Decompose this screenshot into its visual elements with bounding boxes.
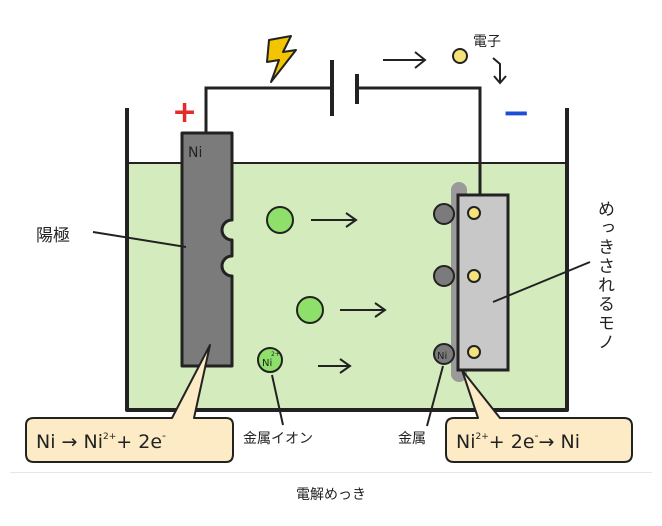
- deposited-metal-2: [433, 265, 455, 287]
- cathode-reaction-a-sup: 2+: [476, 432, 489, 442]
- ion-arrow-2: [340, 302, 387, 318]
- cathode-reaction-c: → Ni: [539, 431, 580, 453]
- cathode-object: [456, 193, 510, 372]
- cathode-electron-1: [467, 206, 481, 220]
- metal-ion-caption: 金属イオン: [243, 431, 313, 447]
- anode-plate: [180, 131, 234, 368]
- electron-icon: [452, 48, 468, 64]
- cathode-reaction: Ni2++ 2e-→ Ni: [456, 429, 580, 453]
- metal-ion-2: [296, 296, 324, 324]
- metal-ion-3: [257, 347, 283, 373]
- electron-flow-arrow: [383, 51, 427, 69]
- wire-right: [357, 86, 482, 195]
- cathode-reaction-b: + 2e: [489, 431, 535, 453]
- metal-ion-1: [266, 206, 294, 234]
- cathode-reaction-a: Ni: [456, 431, 476, 453]
- lightning-icon: [266, 35, 297, 83]
- caption-divider: [10, 472, 652, 473]
- ion-label: Ni: [262, 358, 272, 369]
- anode-reaction-b-sup: -: [162, 429, 166, 442]
- electron-down-arrow: [492, 57, 507, 85]
- ion-arrow-3: [318, 358, 352, 374]
- deposited-metal-3: [433, 343, 455, 365]
- cathode-electron-3: [467, 345, 481, 359]
- anode-reaction-b: + 2e: [116, 431, 162, 453]
- cathode-electron-2: [467, 269, 481, 283]
- electron-label: 電子: [473, 34, 501, 50]
- object-label: めっきされるモノ: [594, 200, 614, 352]
- anode-electrode-label: Ni: [188, 145, 202, 161]
- beaker: [125, 108, 569, 412]
- deposited-metal-1: [433, 203, 455, 225]
- metal-caption: 金属: [398, 431, 426, 447]
- anode-pointer: [92, 231, 187, 248]
- figure-caption: 電解めっき: [296, 487, 366, 503]
- metal-ion-pointer: [271, 374, 284, 426]
- wire-left: [204, 86, 332, 133]
- ion-arrow-1: [311, 212, 358, 228]
- anode-reaction: Ni → Ni2++ 2e-: [36, 429, 166, 453]
- anode-reaction-a-sup: 2+: [103, 432, 116, 442]
- ion-charge: 2+: [271, 351, 280, 358]
- cathode-reaction-b-sup: -: [535, 429, 539, 442]
- minus-sign: −: [502, 93, 531, 133]
- metal-pointer: [426, 365, 444, 427]
- anode-reaction-box: [25, 344, 234, 463]
- plus-sign: +: [172, 95, 197, 130]
- object-pointer: [492, 261, 591, 303]
- anode-label: 陽極: [36, 226, 70, 246]
- cathode-reaction-box: [445, 369, 633, 463]
- anode-reaction-a: Ni → Ni: [36, 431, 103, 453]
- cathode-ion-label: Ni: [437, 351, 447, 362]
